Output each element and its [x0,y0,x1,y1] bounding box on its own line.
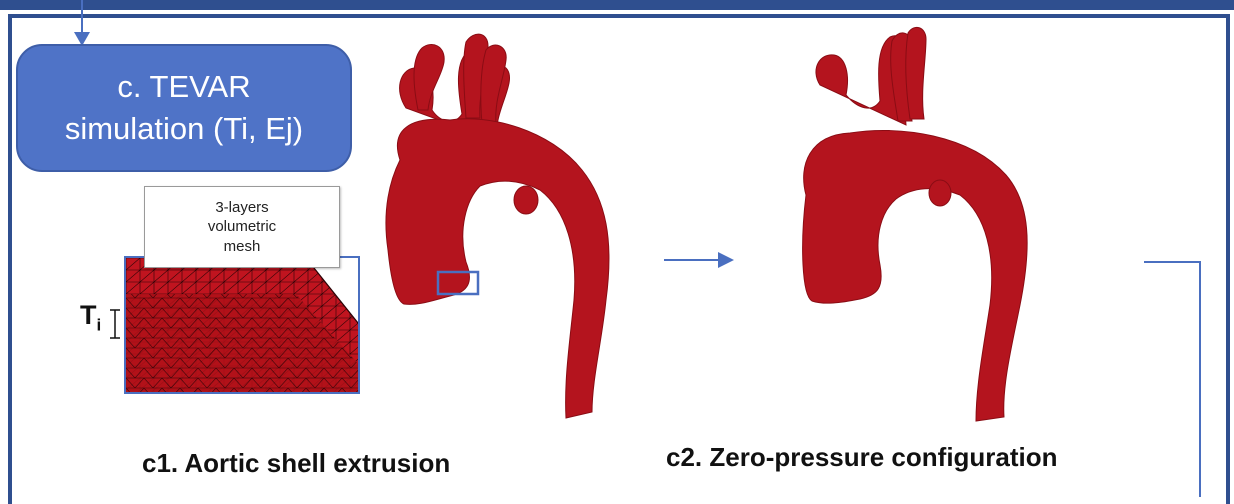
aorta-model-zero-pressure [780,25,1050,425]
aorta-model-shell [370,30,640,430]
tevar-simulation-step: c. TEVAR simulation (Ti, Ej) [16,44,352,172]
thickness-label: Ti [80,300,101,335]
i-beam-icon [108,308,122,340]
connector-line [1140,256,1204,497]
mesh-closeup [124,256,360,394]
step-title-line2: simulation (Ti, Ej) [65,108,303,150]
callout-line3: mesh [145,237,339,257]
top-border-band [0,0,1234,10]
thickness-label-sub: i [97,315,102,334]
caption-c1: c1. Aortic shell extrusion [142,448,450,479]
caption-c2: c2. Zero-pressure configuration [666,442,1058,473]
step-title-line1: c. TEVAR [65,66,303,108]
thickness-label-main: T [80,300,97,330]
callout-line1: 3-layers [145,198,339,218]
callout-line2: volumetric [145,217,339,237]
mesh-callout: 3-layers volumetric mesh [144,186,340,268]
arrow-down-icon [70,0,94,48]
arrow-right-icon [664,250,736,270]
